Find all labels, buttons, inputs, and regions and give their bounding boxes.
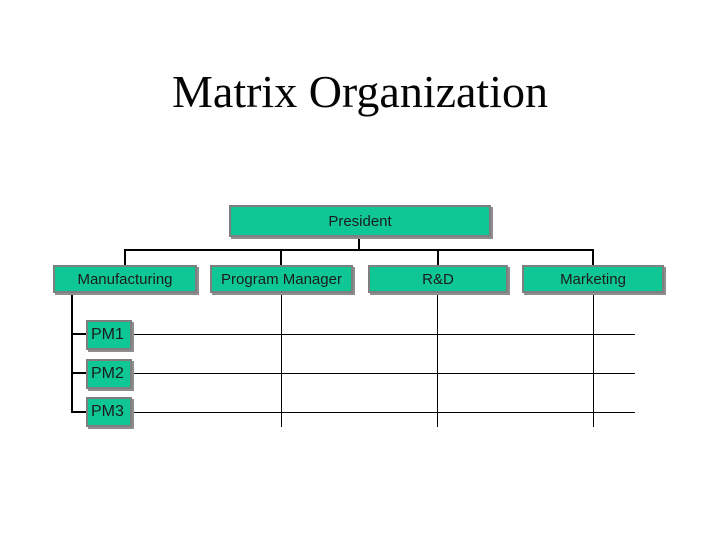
org-node-program-manager: Program Manager: [210, 265, 353, 293]
org-node-manufacturing: Manufacturing: [53, 265, 197, 293]
connector-drop-manufacturing: [124, 251, 126, 265]
grid-column-rnd: [437, 293, 438, 427]
org-node-pm3: PM3: [86, 397, 132, 427]
slide-title: Matrix Organization: [172, 66, 548, 117]
grid-row-pm2: [132, 373, 635, 374]
org-node-pm2: PM2: [86, 359, 132, 389]
connector-drop-marketing: [592, 251, 594, 265]
grid-row-pm3: [132, 412, 635, 413]
connector-president-drop: [358, 236, 360, 250]
connector-horizontal-bar: [124, 249, 594, 251]
grid-column-marketing: [593, 293, 594, 427]
org-node-rnd: R&D: [368, 265, 508, 293]
spine-manufacturing: [71, 293, 73, 413]
connector-drop-program-manager: [280, 251, 282, 265]
stub-pm2: [71, 372, 87, 374]
stub-pm3: [71, 411, 87, 413]
org-node-pm1: PM1: [86, 320, 132, 350]
org-node-president: President: [229, 205, 491, 237]
grid-column-program-manager: [281, 293, 282, 427]
stub-pm1: [71, 333, 87, 335]
connector-drop-rnd: [437, 251, 439, 265]
org-node-marketing: Marketing: [522, 265, 664, 293]
grid-row-pm1: [132, 334, 635, 335]
